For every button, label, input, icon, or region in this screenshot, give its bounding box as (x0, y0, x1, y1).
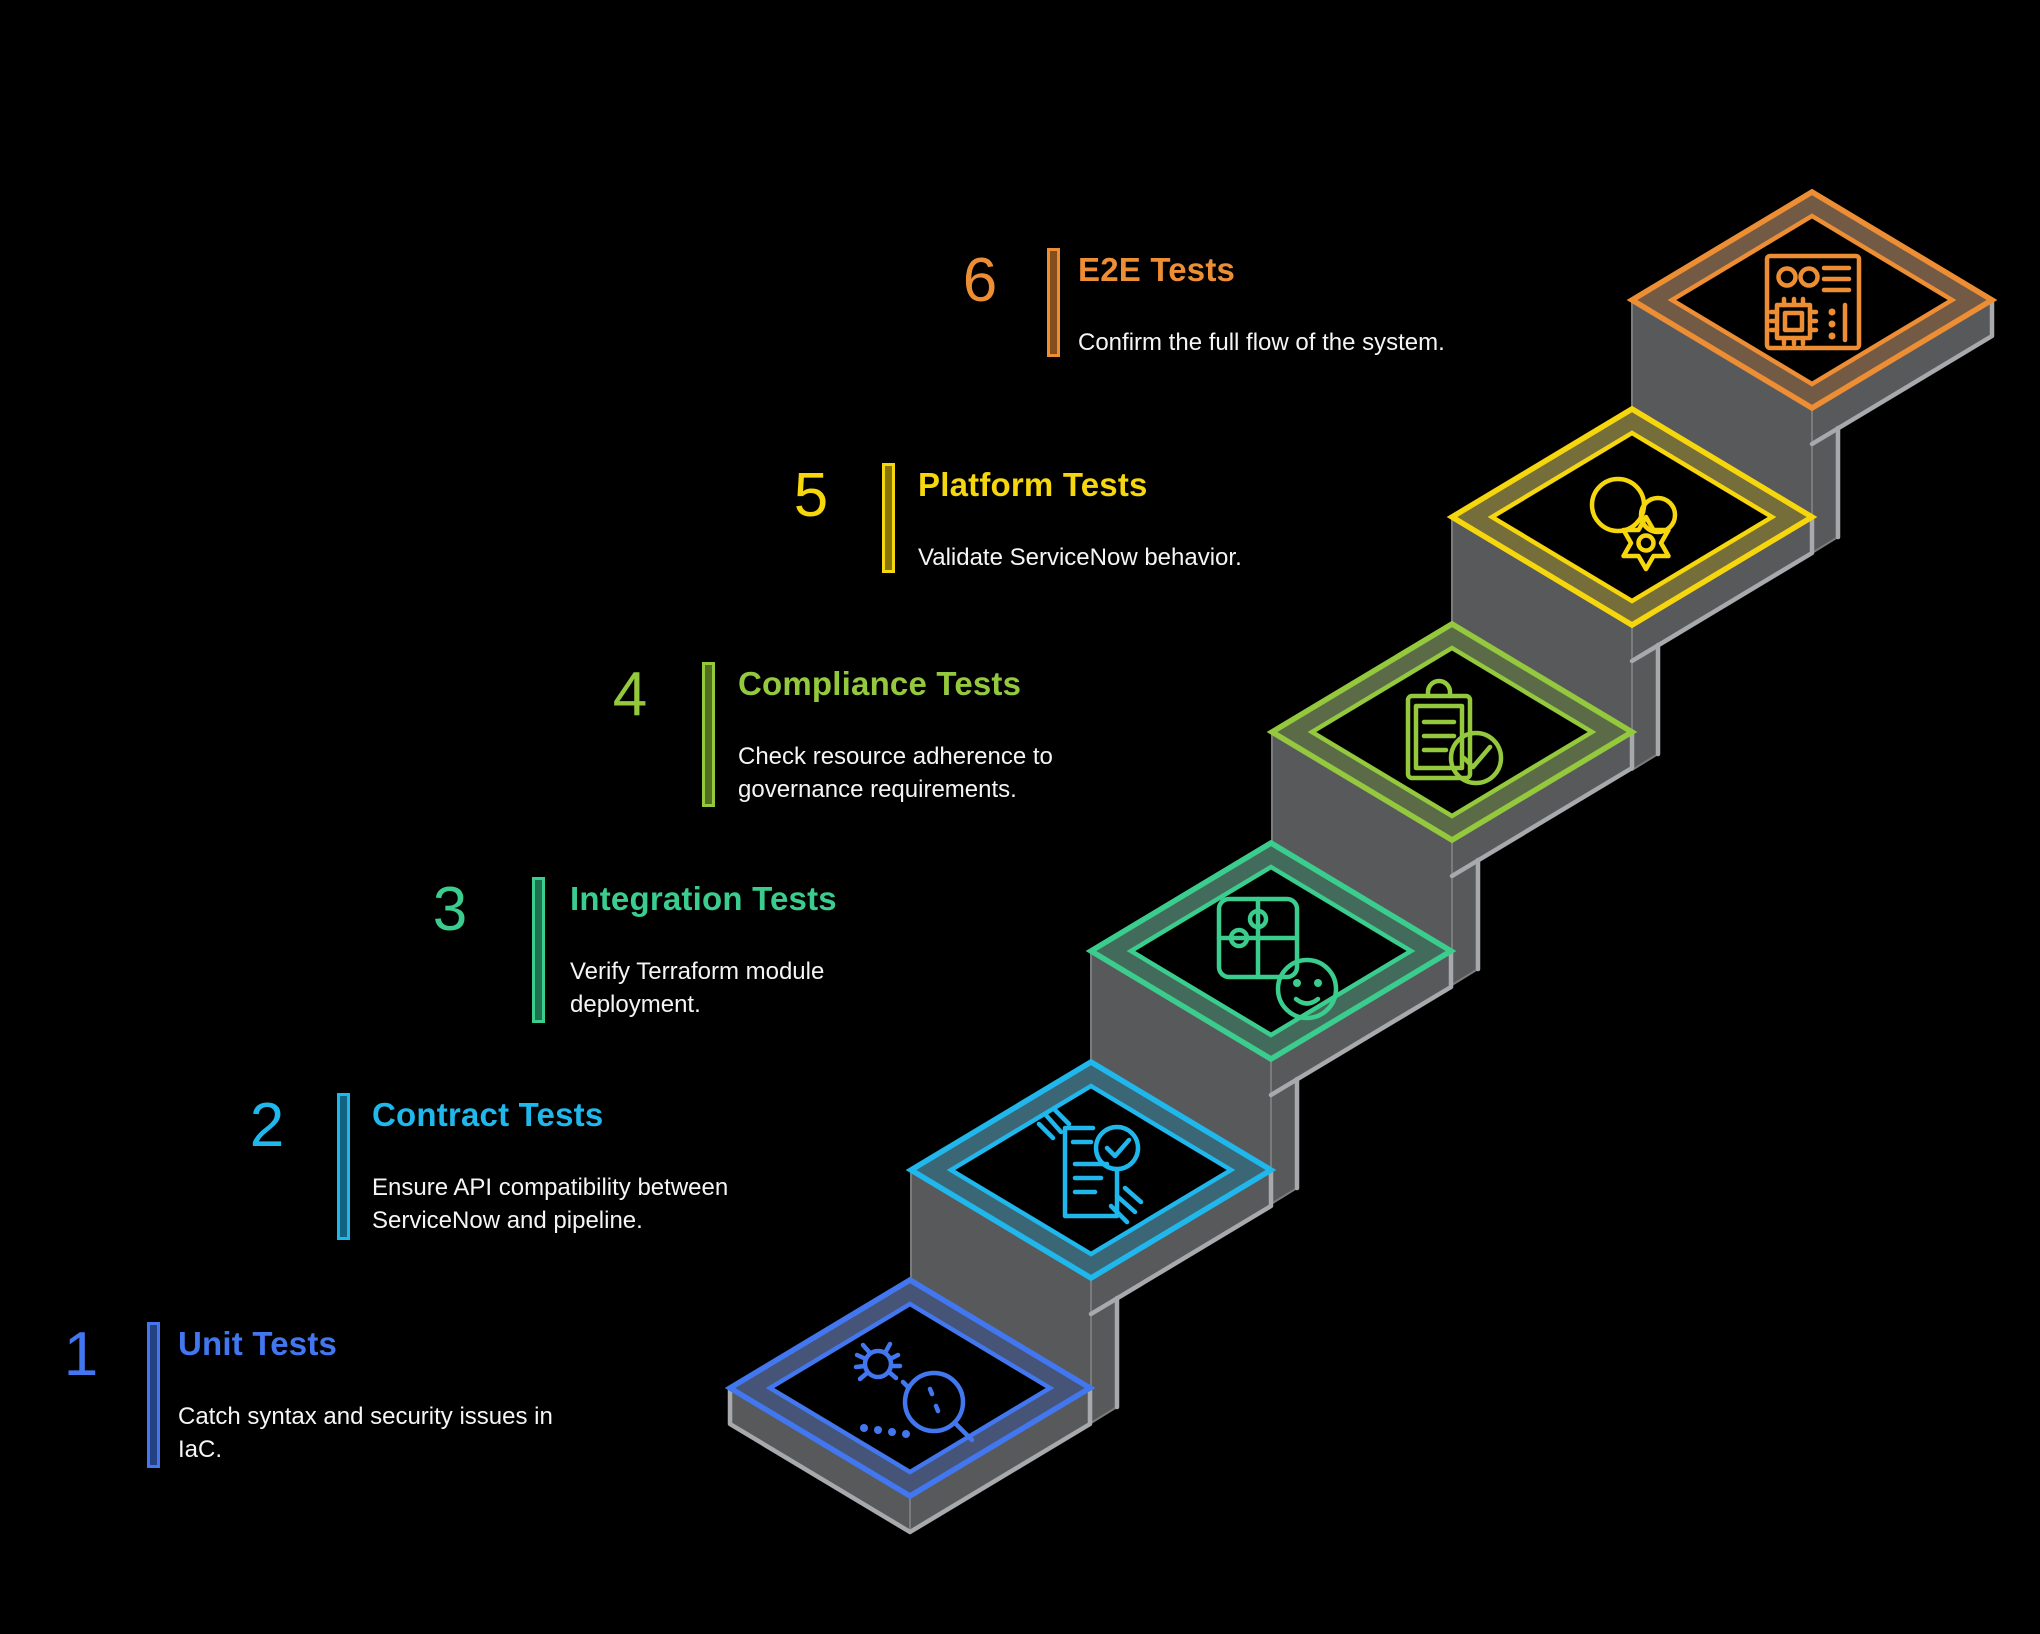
contract-hands-check-icon (1036, 1107, 1144, 1225)
step-1-light-edge-right (907, 1385, 1093, 1535)
step-2-title: Contract Tests (372, 1096, 604, 1133)
step-4-light-edge (1449, 729, 1635, 879)
step-3-outer-diamond (1085, 839, 1457, 1063)
step-2-light-edge (1088, 1167, 1274, 1317)
step-2-description: Ensure API compatibility between Service… (372, 1174, 729, 1234)
step-2-connector-face (1090, 1297, 1118, 1424)
step-6-description: Confirm the full flow of the system. (1078, 329, 1445, 356)
step-4-title: Compliance Tests (738, 665, 1022, 702)
step-5-inner-diamond (1487, 430, 1777, 604)
step-5-light-edge (1629, 514, 1815, 664)
step-4-platform (1266, 620, 1638, 986)
step-5-outer-diamond (1446, 405, 1818, 629)
step-4-inner-diamond (1307, 645, 1597, 819)
step-2-number: 2 (249, 1091, 285, 1160)
step-5-number: 5 (793, 461, 829, 530)
bug-magnifier-icon (853, 1341, 975, 1443)
step-6-connector-face (1811, 427, 1839, 554)
step-5-accent-bar (882, 463, 895, 573)
step-4-description: Check resource adherence to governance r… (738, 743, 1053, 803)
step-3-light-edge (1268, 948, 1454, 1098)
step-1-platform (724, 1276, 1096, 1535)
step-3-title: Integration Tests (570, 880, 837, 917)
step-5-connector-face (1631, 644, 1659, 771)
step-3-description: Verify Terraform module deployment. (570, 958, 825, 1018)
step-4-number: 4 (612, 660, 648, 729)
step-1-outer-diamond (724, 1276, 1096, 1500)
step-1-light-edge-left (727, 1385, 913, 1535)
step-2-outer-diamond (905, 1058, 1277, 1282)
step-2-inner-diamond (946, 1083, 1236, 1257)
step-4-outer-diamond (1266, 620, 1638, 844)
clipboard-check-icon (1405, 678, 1504, 786)
step-3-platform (1085, 839, 1457, 1205)
step-4-accent-bar (702, 662, 715, 807)
cloud-gear-icon (1589, 476, 1678, 572)
step-2-accent-bar (337, 1093, 350, 1240)
step-3-inner-diamond (1126, 864, 1416, 1038)
step-1-description: Catch syntax and security issues in IaC. (178, 1403, 553, 1463)
step-3-number: 3 (432, 875, 468, 944)
step-5-description: Validate ServiceNow behavior. (918, 544, 1242, 571)
step-5-platform (1446, 405, 1818, 771)
step-1-number: 1 (63, 1320, 99, 1389)
step-6-inner-diamond (1667, 213, 1957, 387)
step-1-title: Unit Tests (178, 1325, 338, 1362)
motherboard-icon (1764, 253, 1862, 351)
step-3-accent-bar (532, 877, 545, 1023)
step-6-outer-diamond (1626, 188, 1998, 412)
step-1-inner-diamond (765, 1301, 1055, 1475)
step-6-accent-bar (1047, 248, 1060, 357)
step-4-connector-face (1451, 859, 1479, 986)
step-3-connector-face (1270, 1078, 1298, 1205)
puzzle-smiley-icon (1216, 896, 1339, 1021)
step-1-accent-bar (147, 1322, 160, 1468)
step-6-platform (1626, 188, 1998, 554)
step-6-number: 6 (962, 246, 998, 315)
step-6-light-edge (1809, 297, 1995, 447)
step-6-title: E2E Tests (1078, 251, 1236, 288)
step-5-title: Platform Tests (918, 466, 1148, 503)
